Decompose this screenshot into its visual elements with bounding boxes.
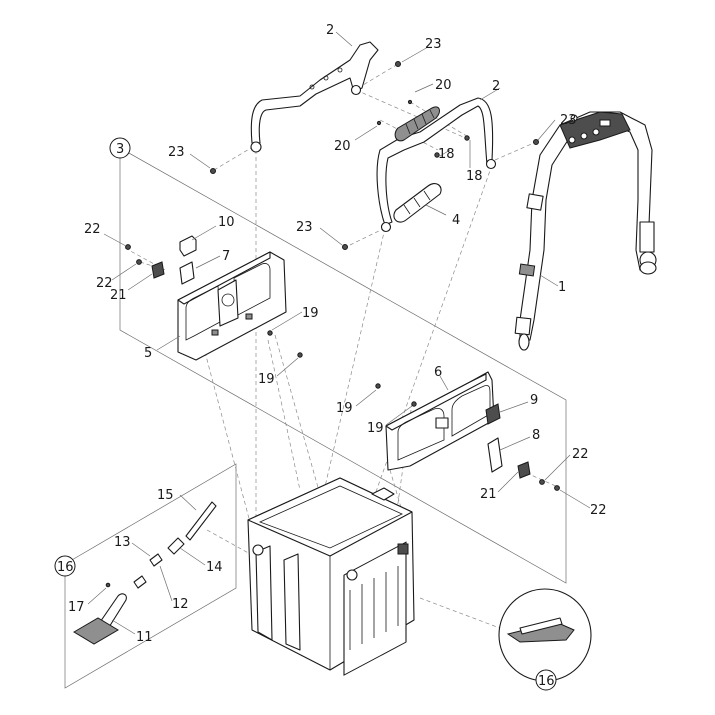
group-16-parts bbox=[73, 501, 217, 645]
label-22c: 22 bbox=[572, 447, 589, 462]
label-18b: 18 bbox=[466, 169, 483, 184]
label-23c: 23 bbox=[296, 220, 313, 235]
label-19b: 19 bbox=[258, 372, 275, 387]
label-16a: 16 bbox=[57, 560, 74, 575]
part-4-carry-handle bbox=[376, 97, 497, 233]
labels: 1 2 2 3 4 5 6 7 8 9 10 11 12 13 14 15 16… bbox=[57, 23, 607, 689]
label-20a: 20 bbox=[435, 78, 452, 93]
label-3: 3 bbox=[116, 142, 124, 157]
part-6-right-panel bbox=[385, 371, 560, 491]
label-7: 7 bbox=[222, 249, 230, 264]
label-20b: 20 bbox=[334, 139, 351, 154]
label-6: 6 bbox=[434, 365, 442, 380]
part-5-left-panel bbox=[177, 251, 287, 361]
label-4: 4 bbox=[452, 213, 460, 228]
main-body-bucket bbox=[247, 477, 415, 676]
label-11: 11 bbox=[136, 630, 153, 645]
callout-circle-16-left bbox=[54, 555, 76, 577]
label-21b: 21 bbox=[480, 487, 497, 502]
label-18a: 18 bbox=[438, 147, 455, 162]
label-12: 12 bbox=[172, 597, 189, 612]
part-2-upper-bracket bbox=[250, 41, 379, 153]
label-19c: 19 bbox=[336, 401, 353, 416]
assembly-lines bbox=[124, 63, 561, 631]
label-19a: 19 bbox=[302, 306, 319, 321]
label-2b: 2 bbox=[492, 79, 500, 94]
detail-view-16 bbox=[498, 588, 592, 682]
label-23a: 23 bbox=[425, 37, 442, 52]
label-5: 5 bbox=[144, 346, 152, 361]
label-21a: 21 bbox=[110, 288, 127, 303]
label-13: 13 bbox=[114, 535, 131, 550]
part-1-shoulder-strap bbox=[514, 111, 657, 351]
callout-circle-3 bbox=[109, 137, 131, 159]
label-2a: 2 bbox=[326, 23, 334, 38]
label-22b: 22 bbox=[96, 276, 113, 291]
label-23b: 23 bbox=[168, 145, 185, 160]
fasteners bbox=[210, 61, 539, 407]
label-17: 17 bbox=[68, 600, 85, 615]
label-15: 15 bbox=[157, 488, 174, 503]
label-23d: 23 bbox=[560, 113, 577, 128]
leader-lines bbox=[87, 31, 591, 635]
label-22d: 22 bbox=[590, 503, 607, 518]
label-8: 8 bbox=[532, 428, 540, 443]
label-16b: 16 bbox=[538, 674, 555, 689]
label-10: 10 bbox=[218, 215, 235, 230]
callout-circle-16-detail bbox=[535, 669, 557, 691]
label-19d: 19 bbox=[367, 421, 384, 436]
label-22a: 22 bbox=[84, 222, 101, 237]
group-16-frame bbox=[64, 463, 237, 689]
label-14: 14 bbox=[206, 560, 223, 575]
parts-7-10-21-22-left bbox=[125, 235, 197, 285]
label-9: 9 bbox=[530, 393, 538, 408]
group-3-frame bbox=[119, 147, 567, 584]
label-1: 1 bbox=[558, 280, 566, 295]
